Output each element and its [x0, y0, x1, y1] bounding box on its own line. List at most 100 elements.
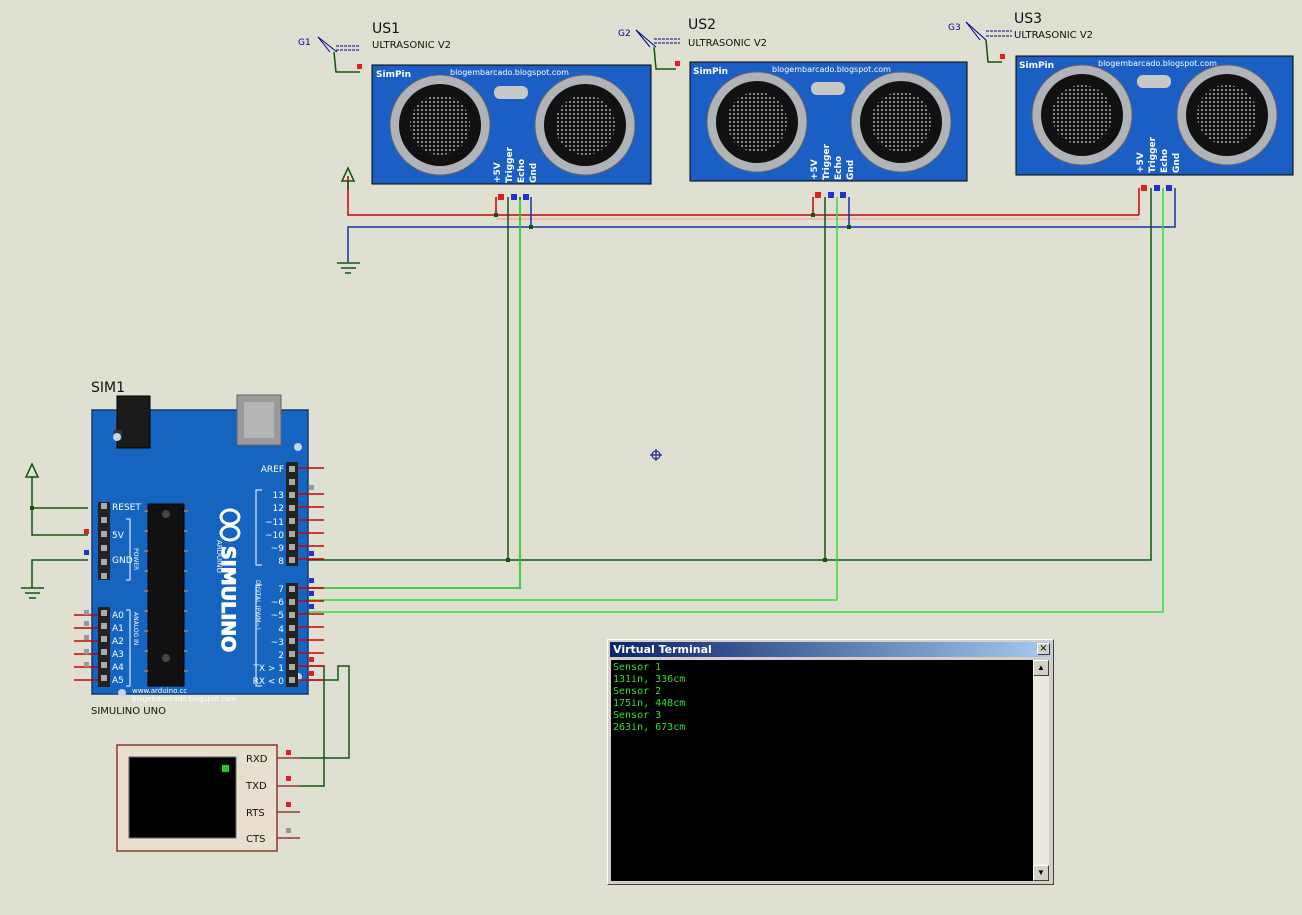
ground-symbol-left[interactable]: [21, 580, 44, 599]
pin-label-5: ~5: [271, 611, 284, 621]
digital-header-bottom: [286, 583, 298, 687]
pin-label-5v: +5V: [1136, 152, 1146, 173]
terminal-screen-icon: [128, 756, 237, 839]
wire-ground-bus[interactable]: [347, 188, 1176, 262]
vertical-scrollbar[interactable]: ▲ ▼: [1033, 660, 1049, 881]
arduino-brand-text: ARDUINO: [215, 540, 223, 573]
sensor-ref: US3: [1014, 11, 1042, 27]
pin-label-trigger: Trigger: [1148, 136, 1158, 173]
wire-trigger-bus[interactable]: [308, 188, 1152, 561]
generator-label: G2: [618, 29, 631, 39]
sensor-value: ULTRASONIC V2: [372, 40, 451, 51]
crystal-icon: [1137, 75, 1171, 88]
pin-label-txd: TXD: [245, 781, 267, 792]
terminal-line: 263in, 673cm: [613, 722, 686, 733]
pin-label-5v: +5V: [810, 159, 820, 180]
board-ref: SIM1: [91, 380, 125, 396]
pin-label-13: 13: [273, 491, 284, 501]
pin-label-gnd: Gnd: [529, 163, 539, 183]
sensor-brand: SimPin: [693, 67, 728, 77]
pin-label-rxd: RXD: [246, 754, 268, 765]
pin-label-9: ~9: [271, 544, 285, 554]
sensor-ref: US1: [372, 21, 400, 37]
crystal-icon: [494, 86, 528, 99]
power-symbol-top[interactable]: [340, 166, 356, 190]
power-header: [98, 502, 110, 580]
virtual-terminal-title: Virtual Terminal: [613, 643, 712, 656]
pin-label-5v: +5V: [493, 162, 503, 183]
board-url-1: www.arduino.cc: [132, 687, 187, 695]
power-section-label: POWER: [132, 548, 139, 570]
pin-label-a2: A2: [112, 637, 124, 647]
crystal-icon: [811, 82, 845, 95]
terminal-line: 131in, 336cm: [613, 674, 686, 685]
terminal-line: 175in, 448cm: [613, 698, 686, 709]
close-icon[interactable]: ×: [1037, 643, 1050, 655]
pin-label-gnd: Gnd: [1172, 153, 1182, 173]
pin-label-reset: RESET: [112, 503, 141, 513]
sensor-brand: SimPin: [376, 70, 411, 80]
pin-label-gnd: Gnd: [846, 160, 856, 180]
ground-symbol-top[interactable]: [337, 262, 360, 274]
ultrasonic-sensor-us2[interactable]: US2 ULTRASONIC V2 G2 SimPin blogembarcad…: [618, 17, 968, 198]
pin-label-11: ~11: [265, 518, 284, 528]
pin-label-rts: RTS: [246, 808, 265, 819]
wire-echo-2[interactable]: [308, 197, 838, 601]
terminal-line: Sensor 1: [613, 662, 662, 673]
sensor-url: blogembarcado.blogspot.com: [772, 65, 891, 74]
power-symbol-left[interactable]: [24, 462, 40, 478]
digital-section-label: DIGITAL (PWM~): [254, 580, 261, 630]
scroll-up-icon[interactable]: ▲: [1033, 660, 1049, 676]
generator-icon[interactable]: [965, 21, 1012, 63]
pin-label-7: 7: [278, 585, 284, 595]
arduino-board[interactable]: SIM1 SIMULINO UNO ARDUINO SIMULI: [74, 380, 324, 717]
pin-label-aref: AREF: [261, 465, 284, 475]
sensor-value: ULTRASONIC V2: [1014, 30, 1093, 41]
generator-label: G1: [298, 38, 311, 48]
generator-icon[interactable]: [635, 29, 680, 70]
power-jack-icon: [116, 395, 151, 449]
ultrasonic-sensor-us3[interactable]: US3 ULTRASONIC V2 G3 SimPin blogembarcad…: [948, 11, 1294, 191]
pin-label-trigger: Trigger: [505, 146, 515, 183]
terminal-line: Sensor 2: [613, 686, 662, 697]
ultrasonic-sensor-us1[interactable]: US1 ULTRASONIC V2 G1 SimPin blogembarcad…: [298, 21, 652, 200]
board-name: SIMULINO UNO: [91, 706, 166, 717]
pin-label-2: 2: [278, 651, 284, 661]
sensor-url: blogembarcado.blogspot.com: [1098, 59, 1217, 68]
board-url-2: blogembarcado.blogspot.com: [132, 695, 236, 703]
pin-label-6: ~6: [271, 598, 285, 608]
sensor-value: ULTRASONIC V2: [688, 38, 767, 49]
wire-serial-rx[interactable]: [300, 665, 350, 759]
sensor-brand: SimPin: [1019, 61, 1054, 71]
pin-label-tx: TX > 1: [252, 664, 284, 674]
pin-label-5v: 5V: [112, 531, 125, 541]
pin-label-a0: A0: [112, 611, 124, 621]
pin-label-a1: A1: [112, 624, 124, 634]
pin-label-rx: RX < 0: [253, 677, 285, 687]
scroll-down-icon[interactable]: ▼: [1033, 865, 1049, 881]
analog-section-label: ANALOG IN: [132, 612, 139, 645]
terminal-cursor-icon: [222, 765, 229, 772]
pin-label-echo: Echo: [1160, 149, 1170, 173]
pin-label-a4: A4: [112, 663, 124, 673]
virtual-terminal-titlebar[interactable]: Virtual Terminal ×: [610, 642, 1051, 657]
sensor-url: blogembarcado.blogspot.com: [450, 68, 569, 77]
wires: [30, 176, 1176, 787]
pin-label-trigger: Trigger: [822, 143, 832, 180]
pin-label-4: 4: [278, 625, 284, 635]
sensor-ref: US2: [688, 17, 716, 33]
arduino-logo-icon: [219, 508, 241, 542]
terminal-line: Sensor 3: [613, 710, 662, 721]
pin-label-a3: A3: [112, 650, 124, 660]
serial-terminal-device[interactable]: RXD TXD RTS CTS: [116, 744, 300, 852]
origin-crosshair-icon: [650, 449, 662, 461]
simulino-logo-text: SIMULINO: [217, 546, 239, 652]
wire-echo-3[interactable]: [308, 188, 1164, 613]
virtual-terminal-window[interactable]: Virtual Terminal × Sensor 1 131in, 336cm…: [607, 639, 1054, 885]
virtual-terminal-output[interactable]: Sensor 1 131in, 336cm Sensor 2 175in, 44…: [611, 660, 1033, 881]
pin-label-10: ~10: [265, 531, 284, 541]
generator-icon[interactable]: [317, 36, 360, 73]
pin-label-cts: CTS: [246, 834, 265, 845]
pin-label-8: 8: [278, 557, 284, 567]
